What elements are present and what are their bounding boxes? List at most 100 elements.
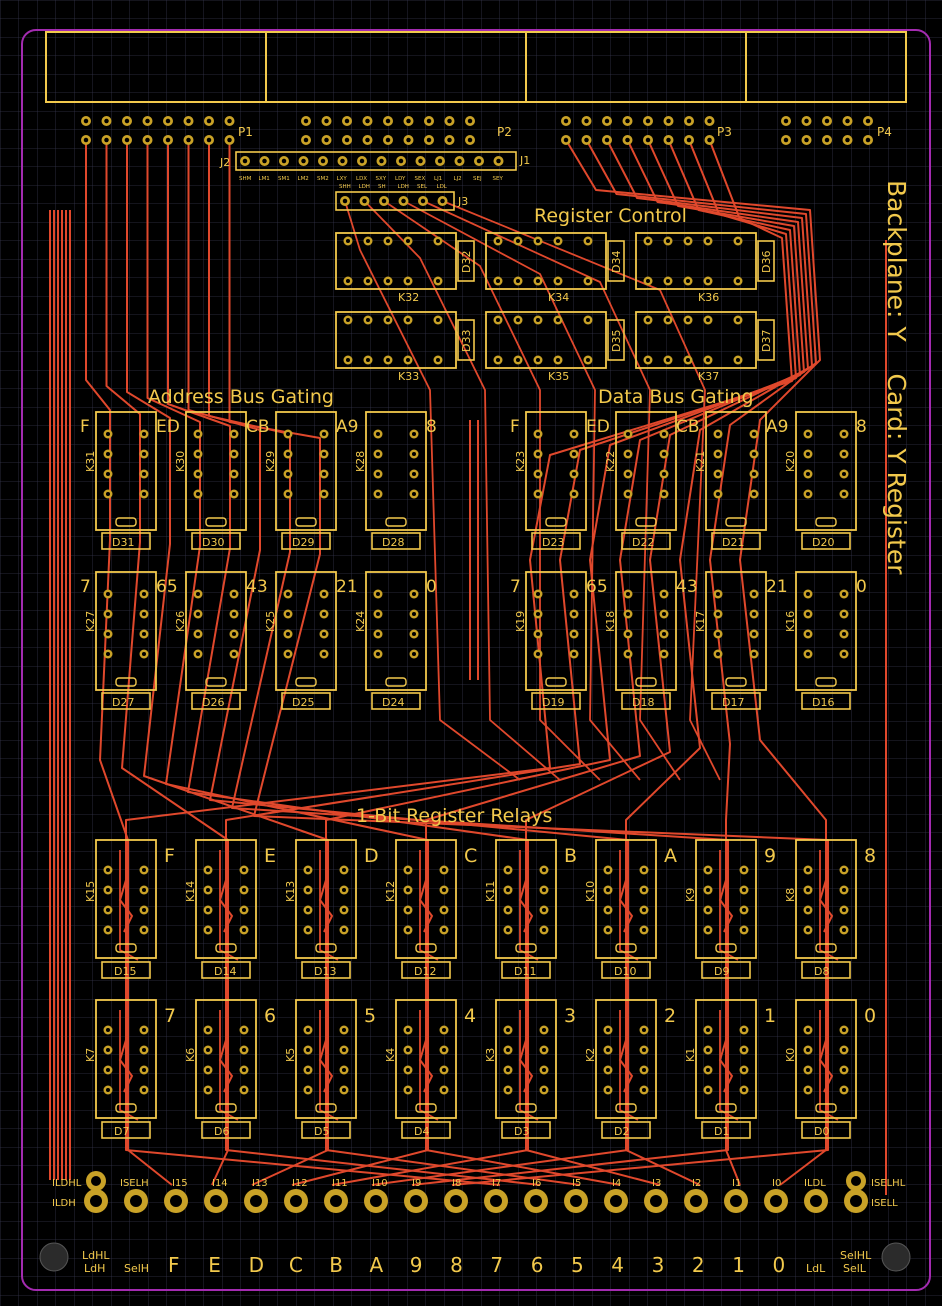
diode-ref: D10 (614, 965, 636, 978)
pad-hole (341, 907, 347, 913)
pad-hole (405, 1027, 411, 1033)
bottom-digit-label: E (208, 1253, 221, 1277)
coil-mark (725, 677, 747, 687)
pad-hole (707, 118, 712, 124)
bit-range-right: 43 (676, 577, 698, 597)
pad-hole (741, 927, 747, 933)
relay-ref: K23 (514, 451, 527, 472)
j-pin-label: SM2 (317, 176, 329, 182)
label-data-bus-gating: Data Bus Gating (598, 386, 754, 408)
bit-range-left: 7 (80, 577, 91, 597)
pad-hole (645, 357, 651, 363)
diode-ref: D17 (722, 696, 744, 709)
pad-hole (205, 907, 211, 913)
diode-ref: D22 (632, 536, 654, 549)
pad-hole (571, 611, 577, 617)
pad-hole (625, 631, 631, 637)
pad-hole (805, 591, 811, 597)
relay-outline (275, 571, 337, 691)
pad-hole (141, 1027, 147, 1033)
pad-hole (841, 887, 847, 893)
pad-hole (105, 471, 111, 477)
diode-ref: D23 (542, 536, 564, 549)
pad-hole (195, 471, 201, 477)
edge-pad-hole (290, 1195, 302, 1207)
bottom-digit-label: B (329, 1253, 343, 1277)
pad-hole (535, 357, 541, 363)
pad-hole (505, 927, 511, 933)
pad-hole (105, 611, 111, 617)
pad-hole (365, 317, 371, 323)
trace (383, 200, 601, 781)
pad-label: ISELL (871, 1198, 898, 1209)
pad-hole (305, 1087, 311, 1093)
pad-hole (585, 238, 591, 244)
pad-hole (141, 471, 147, 477)
pad-hole (141, 591, 147, 597)
j-pin-label: LDX (356, 176, 367, 182)
bottom-digit-label: D (249, 1253, 264, 1277)
bottom-digit-label: A (370, 1253, 384, 1277)
pad-hole (841, 611, 847, 617)
pad-hole (686, 137, 692, 143)
j1-j2-header-outline (235, 151, 517, 171)
pad-hole (205, 1027, 211, 1033)
pad-hole (324, 137, 329, 143)
coil-mark (415, 943, 437, 953)
edge-pad-hole (130, 1195, 142, 1207)
trace (619, 1010, 639, 1121)
diode-ref: D27 (112, 696, 134, 709)
pad-hole (805, 451, 811, 457)
pad-hole (195, 631, 201, 637)
switch-trace (818, 1039, 834, 1093)
connector-p4-label: P4 (877, 125, 892, 139)
pad-hole (625, 651, 631, 657)
pad-hole (411, 491, 417, 497)
pad-hole (605, 1027, 611, 1033)
bit-label: C (464, 845, 477, 867)
pad-hole (625, 137, 630, 143)
relay-outline (295, 839, 357, 959)
j3-pin-label: SHH (339, 184, 351, 190)
diode-ref: D12 (414, 965, 436, 978)
coil-mark (725, 517, 747, 527)
pad-hole (441, 867, 447, 873)
diode-outline (301, 1121, 351, 1139)
pad-hole (124, 118, 130, 124)
j-pin-label: SEY (493, 176, 504, 182)
bit-range-right: 65 (156, 577, 178, 597)
pad-hole (405, 1067, 411, 1073)
pad-hole (105, 1027, 111, 1033)
pad-hole (555, 238, 561, 244)
edge-pad-hole (210, 1195, 222, 1207)
pad-hole (705, 887, 711, 893)
pad-hole (435, 357, 441, 363)
pad-hole (405, 907, 411, 913)
diode-ref: D16 (812, 696, 834, 709)
pad-hole (685, 238, 691, 244)
diode-ref: D11 (514, 965, 536, 978)
diode-outline (101, 961, 151, 979)
pad-hole (605, 867, 611, 873)
pad-hole (555, 357, 561, 363)
pad-hole (241, 867, 247, 873)
pad-hole (841, 591, 847, 597)
edge-pad-hole (90, 1195, 102, 1207)
pad-hole (165, 118, 171, 124)
pad-hole (105, 1087, 111, 1093)
board-outline (21, 29, 931, 1291)
pad-hole (305, 1027, 311, 1033)
pad-hole (845, 137, 850, 143)
pad-hole (865, 118, 871, 124)
pad-hole (305, 867, 311, 873)
diode-outline (711, 532, 761, 550)
trace (119, 850, 139, 961)
pad-hole (541, 887, 547, 893)
pad-hole (441, 1047, 447, 1053)
coil-mark (115, 517, 137, 527)
pad-hole (321, 651, 327, 657)
pad-hole (841, 1047, 847, 1053)
